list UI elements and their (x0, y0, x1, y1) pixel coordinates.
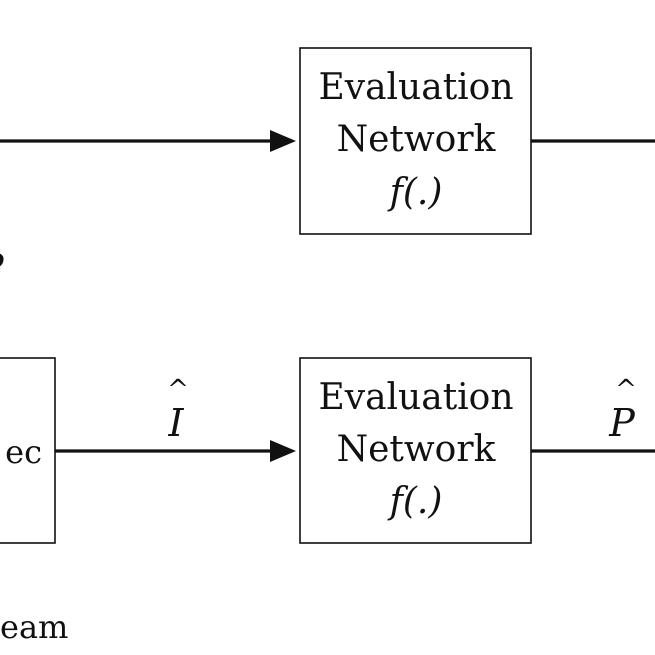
bottom-eval-box-line2: Network (337, 429, 497, 470)
top-eval-box-rect (299, 47, 532, 235)
codec-box-rect (0, 357, 56, 544)
i-hat-accent: ^ (167, 375, 189, 405)
top-eval-box-line1: Evaluation (318, 67, 513, 108)
bottom-partial-label: eam (0, 608, 68, 646)
predicted-output-label: ^ P (608, 375, 637, 445)
top-eval-box-function: f(.) (387, 172, 443, 213)
p-hat-symbol: P (608, 401, 636, 445)
reconstructed-image-label: ^ I (167, 375, 189, 445)
bottom-evaluation-network-box: Evaluation Network f(.) (299, 357, 532, 544)
codec-box-partial: ec (0, 357, 56, 544)
codec-box-text: ec (5, 433, 42, 471)
top-evaluation-network-box: Evaluation Network f(.) (299, 47, 532, 235)
p-hat-accent: ^ (615, 375, 637, 405)
bottom-eval-box-line1: Evaluation (318, 377, 513, 418)
bottom-eval-box-function: f(.) (387, 481, 443, 522)
top-input-arrow-head (270, 130, 296, 152)
bottom-eval-box-rect (299, 357, 532, 544)
i-hat-symbol: I (167, 401, 184, 445)
top-left-partial-label: P (0, 246, 5, 290)
bottom-input-arrow-head (270, 440, 296, 462)
top-eval-box-line2: Network (337, 119, 497, 160)
